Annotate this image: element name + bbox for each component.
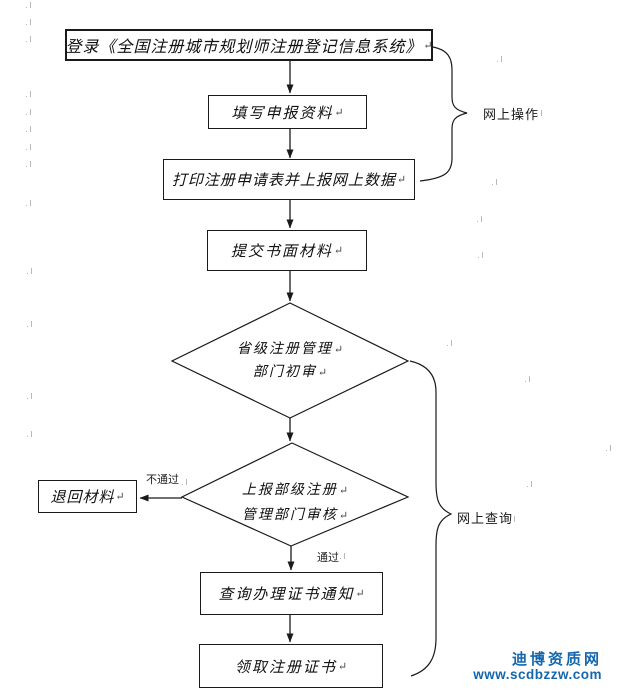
- paragraph-mark: [27, 268, 32, 274]
- return-mark: ↵: [338, 484, 349, 497]
- return-mark: ↵: [334, 105, 344, 119]
- paragraph-mark: [340, 553, 345, 559]
- step-fill-box: 填写申报资料↵: [208, 95, 367, 129]
- edge-label-fail: 不通过: [146, 474, 179, 486]
- step-query-notice-label: 查询办理证书通知: [218, 585, 355, 603]
- return-mark: ↵: [338, 509, 349, 522]
- paragraph-mark: [26, 144, 31, 150]
- watermark-site-url: www.scdbzzw.com: [473, 667, 602, 682]
- return-mark: ↵: [317, 366, 328, 379]
- paragraph-mark: [26, 161, 31, 167]
- brace-online-query: [409, 360, 453, 677]
- paragraph-mark: [27, 431, 32, 437]
- diamond-ministry-line2-text: 管理部门审核: [241, 507, 338, 523]
- paragraph-mark: [26, 109, 31, 115]
- step-return-materials-box: 退回材料↵: [38, 480, 137, 513]
- step-login-box: 登录《全国注册城市规划师注册登记信息系统》↵: [65, 29, 433, 61]
- paragraph-mark: [492, 179, 497, 185]
- paragraph-mark: [26, 2, 31, 8]
- step-print-label: 打印注册申请表并上报网上数据: [171, 171, 396, 189]
- brace-online-operation: [419, 46, 468, 182]
- paragraph-mark: [478, 252, 483, 258]
- step-submit-label: 提交书面材料: [230, 242, 333, 260]
- paragraph-mark: [26, 91, 31, 97]
- diamond-ministry-text: 上报部级注册↵ 管理部门审核↵: [182, 478, 408, 528]
- diamond-ministry-line1-text: 上报部级注册: [241, 482, 338, 498]
- return-mark: ↵: [333, 343, 344, 356]
- brace-label-online-operation: 网上操作: [483, 107, 540, 122]
- diamond-provincial-line2-text: 部门初审: [252, 364, 317, 380]
- diamond-provincial-review: [170, 302, 410, 419]
- return-mark: ↵: [115, 490, 125, 503]
- brace-label-online-query: 网上查询: [457, 511, 514, 526]
- step-return-materials-label: 退回材料: [50, 488, 115, 506]
- paragraph-mark: [447, 340, 452, 346]
- watermark: 迪博资质网 www.scdbzzw.com: [473, 652, 602, 682]
- paragraph-mark: [26, 19, 31, 25]
- paragraph-mark: [510, 516, 515, 522]
- paragraph-mark: [26, 126, 31, 132]
- paragraph-mark: [26, 200, 31, 206]
- step-query-notice-box: 查询办理证书通知↵: [200, 572, 383, 615]
- step-fill-label: 填写申报资料: [231, 103, 334, 122]
- diamond-provincial-line2: 部门初审↵: [172, 361, 408, 384]
- paragraph-mark: [606, 445, 611, 451]
- diamond-provincial-line1: 省级注册管理↵: [172, 338, 408, 361]
- watermark-site-name: 迪博资质网: [511, 651, 602, 668]
- paragraph-mark: [527, 481, 532, 487]
- paragraph-mark: [497, 56, 502, 62]
- return-mark: ↵: [333, 244, 344, 257]
- step-login-label: 登录《全国注册城市规划师注册登记信息系统》: [65, 37, 423, 56]
- return-mark: ↵: [355, 587, 365, 600]
- edge-label-pass: 通过: [317, 552, 339, 564]
- step-print-box: 打印注册申请表并上报网上数据↵: [163, 159, 415, 200]
- return-mark: ↵: [423, 38, 433, 52]
- diamond-provincial-line1-text: 省级注册管理: [236, 341, 333, 357]
- paragraph-mark: [26, 36, 31, 42]
- step-receive-cert-label: 领取注册证书: [234, 657, 337, 676]
- paragraph-mark: [537, 110, 542, 116]
- step-receive-cert-box: 领取注册证书↵: [199, 644, 383, 688]
- paragraph-mark: [525, 376, 530, 382]
- paragraph-mark: [27, 393, 32, 399]
- paragraph-mark: [477, 216, 482, 222]
- diamond-ministry-line2: 管理部门审核↵: [182, 503, 408, 528]
- step-submit-box: 提交书面材料↵: [207, 230, 367, 271]
- diamond-ministry-line1: 上报部级注册↵: [182, 478, 408, 503]
- paragraph-mark: [27, 321, 32, 327]
- paragraph-mark: [182, 479, 187, 485]
- diamond-ministry-review: [180, 442, 410, 547]
- diamond-provincial-text: 省级注册管理↵ 部门初审↵: [172, 338, 408, 384]
- return-mark: ↵: [396, 173, 407, 186]
- return-mark: ↵: [337, 659, 348, 673]
